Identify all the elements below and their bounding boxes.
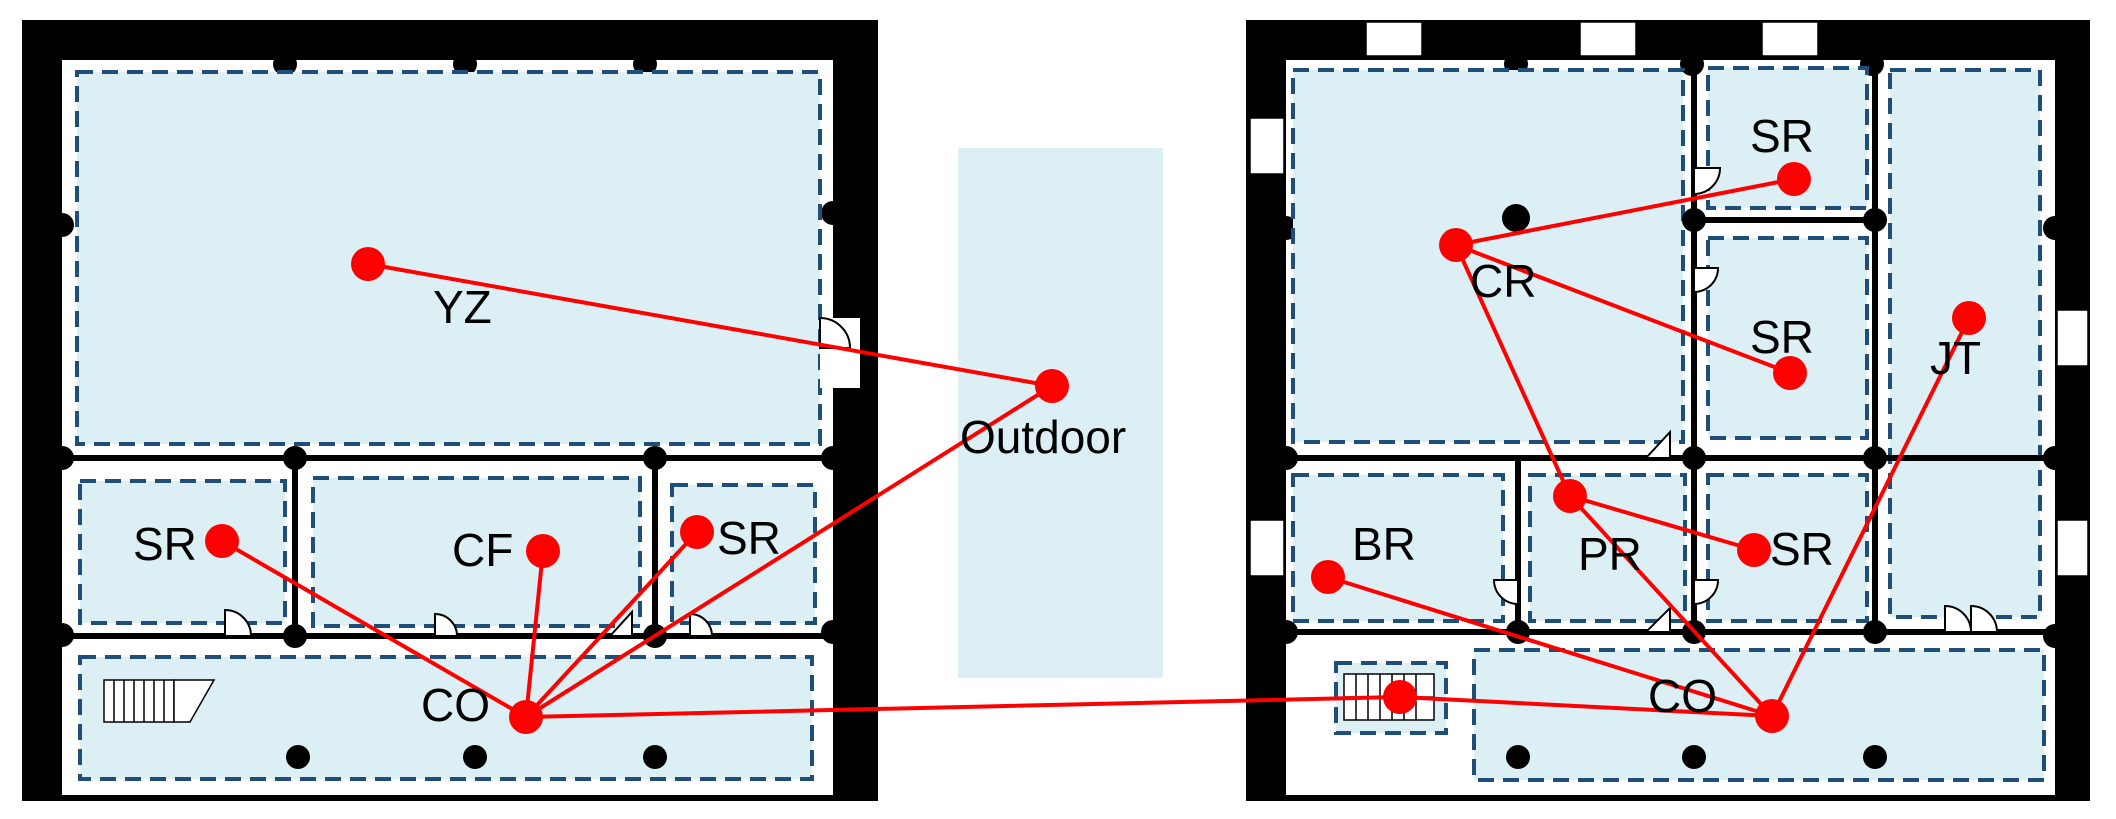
edge-pr-cr [1454, 243, 1572, 498]
room-sr-right [670, 483, 817, 625]
right-windows [1249, 21, 2089, 577]
room-sr-low [1706, 473, 1869, 623]
edge-co-left-sr-left [220, 539, 528, 719]
left-building [22, 20, 878, 801]
graph-edges [220, 177, 1971, 719]
label-br: BR [1352, 518, 1416, 570]
node-co-right [1755, 699, 1789, 733]
edge-cr-sr-top [1454, 177, 1796, 247]
label-outdoor: Outdoor [960, 411, 1126, 463]
edge-stairs-right-co-right [1398, 695, 1774, 718]
label-co-left: CO [421, 679, 490, 731]
edge-co-left-sr-right [524, 530, 699, 719]
node-cf [526, 534, 560, 568]
room-br [1291, 473, 1505, 623]
label-cr: CR [1470, 255, 1536, 307]
edge-co-left-stairs-right [524, 695, 1402, 719]
edge-co-right-jt [1770, 316, 1971, 718]
node-br [1311, 560, 1345, 594]
left-doors [224, 316, 860, 637]
room-sr-mid [1706, 236, 1869, 440]
node-sr-top [1777, 162, 1811, 196]
label-yz: YZ [433, 281, 492, 333]
graph-nodes [205, 162, 1986, 734]
node-sr-mid [1773, 356, 1807, 390]
edge-co-right-br [1326, 575, 1774, 718]
room-sr-left [78, 479, 287, 625]
node-jt [1952, 301, 1986, 335]
right-doors [1492, 167, 1999, 633]
left-stairs [103, 679, 216, 723]
node-stairs-right [1383, 680, 1417, 714]
node-outdoor [1035, 369, 1069, 403]
node-sr-left [205, 524, 239, 558]
edge-cr-sr-mid [1454, 243, 1792, 375]
room-co-left [78, 655, 814, 781]
edge-co-right-pr [1568, 494, 1774, 718]
edge-outdoor-co-left [524, 384, 1054, 719]
room-cf [311, 476, 642, 628]
label-co-right: CO [1648, 670, 1717, 722]
label-cf: CF [452, 524, 513, 576]
edge-co-left-cf [524, 549, 545, 719]
label-sr-low: SR [1770, 523, 1834, 575]
label-sr-left: SR [133, 518, 197, 570]
room-pr [1528, 473, 1687, 623]
room-sr-top [1706, 66, 1869, 210]
label-sr-top: SR [1750, 110, 1814, 162]
node-sr-low [1737, 533, 1771, 567]
outdoor-area [958, 148, 1163, 678]
label-sr-right: SR [717, 512, 781, 564]
node-sr-right [680, 515, 714, 549]
label-sr-mid: SR [1750, 311, 1814, 363]
node-co-left [509, 700, 543, 734]
edge-yz-outdoor [366, 262, 1054, 388]
label-jt: JT [1930, 332, 1981, 384]
node-yz [351, 247, 385, 281]
room-labels: YZ SR CF SR CO Outdoor CR SR SR JT BR PR… [133, 110, 1981, 731]
node-pr [1553, 479, 1587, 513]
node-cr [1439, 228, 1473, 262]
edge-pr-sr-low [1568, 494, 1756, 552]
room-jt [1888, 68, 2042, 619]
room-yz [75, 70, 822, 446]
label-pr: PR [1578, 528, 1642, 580]
